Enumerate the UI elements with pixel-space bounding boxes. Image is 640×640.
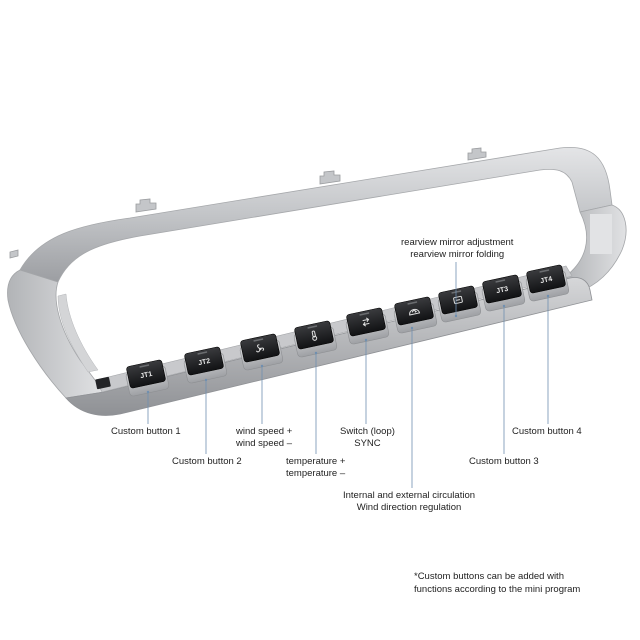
fan-icon — [256, 344, 265, 353]
label-wind-speed: wind speed + wind speed – — [236, 426, 293, 449]
left-vent-mesh — [57, 293, 99, 373]
temperature-icon — [311, 330, 318, 341]
button-row: JT1 JT2 JT3 JT4 — [124, 264, 570, 397]
key-9[interactable]: JT4 — [524, 264, 570, 302]
right-vent-mesh — [590, 214, 612, 254]
sync-icon — [362, 317, 370, 327]
label-custom-button-2: Custom button 2 — [172, 456, 242, 467]
key-2[interactable]: JT2 — [182, 346, 228, 384]
leader-dot-3 — [260, 364, 264, 368]
key-4[interactable] — [292, 320, 338, 358]
leader-dot-9 — [546, 294, 550, 298]
key-1[interactable]: JT1 — [124, 359, 170, 397]
leader-dot-6 — [410, 326, 414, 330]
mirror-icon — [453, 295, 463, 305]
key-3[interactable] — [238, 333, 284, 371]
footnote: *Custom buttons can be added with functi… — [414, 571, 581, 595]
leader-dot-4 — [314, 351, 318, 355]
leader-lines — [146, 262, 550, 488]
frame-top-rail — [19, 146, 613, 283]
key-5[interactable] — [344, 307, 390, 345]
leader-dot-5 — [364, 338, 368, 342]
frame-left-side — [7, 269, 105, 399]
label-custom-button-4: Custom button 4 — [512, 426, 582, 437]
label-custom-button-3: Custom button 3 — [469, 456, 539, 467]
left-end-port — [95, 376, 111, 390]
leader-dot-1 — [146, 390, 150, 394]
circulation-icon — [409, 308, 421, 316]
leader-dot-7 — [454, 314, 458, 318]
mounting-clips — [9, 147, 487, 259]
label-temperature: temperature + temperature – — [286, 456, 346, 479]
key-glyph-text: JT3 — [496, 286, 509, 295]
key-7[interactable] — [436, 285, 482, 323]
label-rearview-mirror: rearview mirror adjustment rearview mirr… — [401, 237, 514, 260]
leader-dot-2 — [204, 378, 208, 382]
key-glyph-text: JT2 — [198, 358, 211, 367]
label-switch-sync: Switch (loop) SYNC — [340, 426, 395, 449]
leader-dot-8 — [502, 304, 506, 308]
key-glyph-text: JT1 — [140, 371, 153, 380]
label-custom-button-1: Custom button 1 — [111, 426, 181, 437]
label-circulation: Internal and external circulation Wind d… — [343, 490, 476, 513]
key-8[interactable]: JT3 — [480, 274, 526, 312]
key-glyph-text: JT4 — [540, 276, 553, 285]
key-6[interactable] — [392, 296, 438, 334]
